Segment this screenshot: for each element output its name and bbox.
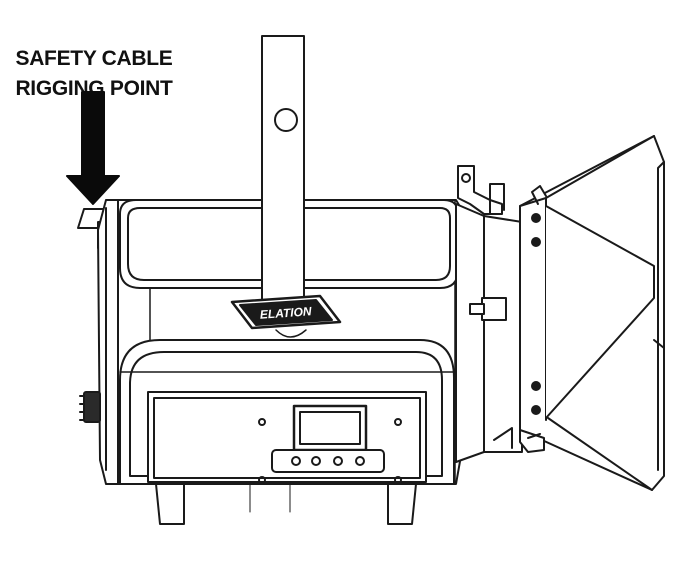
menu-button-4-icon[interactable] <box>355 456 365 466</box>
brand-logo-text: ELATION <box>259 304 312 322</box>
barn-doors <box>519 135 665 491</box>
lcd-display <box>292 404 368 452</box>
rear-cap <box>97 199 121 485</box>
lens-section <box>455 165 523 463</box>
brand-logo: ELATION <box>230 294 342 338</box>
menu-button-3-icon[interactable] <box>333 456 343 466</box>
menu-button-2-icon[interactable] <box>311 456 321 466</box>
callout-line-1: SAFETY CABLE <box>15 47 173 70</box>
tilt-knob <box>79 391 101 423</box>
menu-button-1-icon[interactable] <box>291 456 301 466</box>
safety-cable-callout: SAFETY CABLE RIGGING POINT <box>4 44 184 104</box>
menu-button-strip <box>271 449 385 473</box>
down-arrow-icon <box>66 91 120 205</box>
yoke <box>261 35 305 301</box>
housing-feet <box>155 483 417 525</box>
callout-line-2: RIGGING POINT <box>15 77 173 100</box>
